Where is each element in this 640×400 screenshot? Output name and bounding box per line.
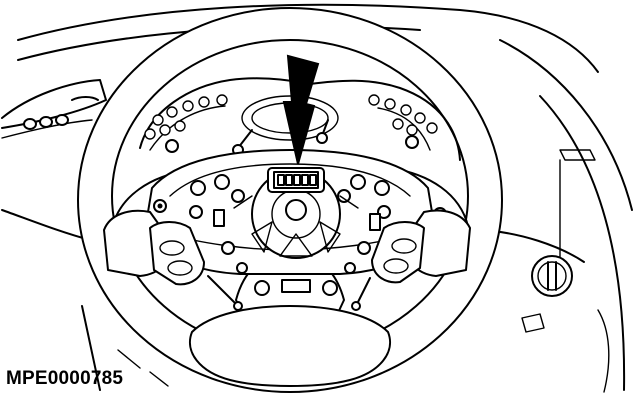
figure-code-label: MPE0000785 bbox=[6, 368, 124, 389]
hub-lower-details bbox=[221, 241, 371, 296]
dash-buttons-left bbox=[23, 96, 99, 130]
airbag-connector bbox=[267, 167, 325, 193]
rotary-knob bbox=[521, 255, 573, 333]
hub-buttons-left bbox=[153, 174, 245, 227]
leader-lines bbox=[81, 305, 169, 391]
right-switch-pod bbox=[351, 209, 471, 311]
warning-lamps-left bbox=[144, 94, 228, 140]
warning-lamps-right bbox=[368, 94, 438, 136]
dashboard bbox=[1, 3, 633, 393]
left-switch-pod bbox=[103, 209, 243, 311]
steering-column bbox=[189, 305, 391, 387]
indicator-arrow bbox=[282, 54, 320, 165]
